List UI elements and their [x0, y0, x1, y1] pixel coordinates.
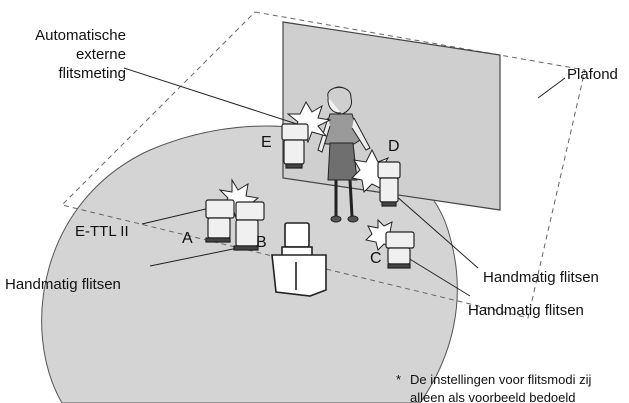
person-illustration: [317, 86, 371, 223]
footnote-line-2: alleen als voorbeeld bedoeld: [410, 390, 576, 403]
unit-label-b: B: [256, 234, 267, 251]
flash-bursts: [218, 100, 402, 251]
footnote-line-1: De instellingen voor flitsmodi zij: [410, 372, 592, 387]
footnote: * De instellingen voor flitsmodi zij all…: [380, 372, 629, 403]
leader-lines: [123, 67, 566, 297]
unit-label-a: A: [182, 230, 193, 247]
unit-label-c: C: [370, 250, 382, 267]
camera-illustration: [271, 222, 327, 297]
label-manual-left: Handmatig flitsen: [5, 276, 121, 293]
flash-unit-d: [377, 161, 401, 207]
ceiling-outline: [61, 11, 586, 319]
label-auto-external-metering: Automatische externe flitsmeting: [35, 27, 126, 82]
footnote-star: *: [396, 372, 402, 387]
label-ceiling: Plafond: [567, 66, 618, 83]
flash-unit-c: [385, 231, 415, 269]
label-manual-right-2: Handmatig flitsen: [468, 302, 584, 319]
label-ettl: E-TTL II: [75, 223, 129, 240]
flash-unit-b: [233, 201, 265, 251]
label-manual-right-1: Handmatig flitsen: [483, 269, 599, 286]
flash-unit-e: [281, 123, 309, 169]
unit-label-e: E: [261, 134, 272, 151]
unit-label-d: D: [388, 138, 400, 155]
flash-unit-a: [205, 199, 235, 243]
